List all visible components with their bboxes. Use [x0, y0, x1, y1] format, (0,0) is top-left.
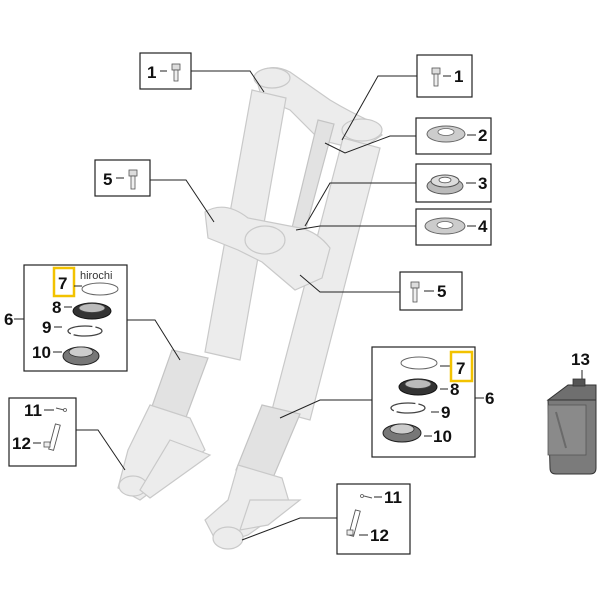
oil-seal-icon: [62, 346, 100, 366]
bolt-icon: [171, 63, 181, 82]
callout-group-4: 4: [295, 208, 492, 246]
bearing-race-icon: [426, 125, 466, 143]
bolt-icon: [431, 67, 441, 87]
callout-group-5-left: 5: [94, 159, 215, 223]
callout-number: 3: [478, 174, 487, 193]
callout-number: 6: [485, 389, 494, 408]
callout-number: 2: [478, 126, 487, 145]
callout-box: [336, 483, 411, 555]
callout-number: 5: [437, 282, 446, 301]
callout-number: 1: [454, 67, 463, 86]
callout-number: 8: [450, 380, 459, 399]
highlight-box: [52, 266, 76, 298]
callout-group-3: 3: [304, 163, 492, 227]
callout-box: [399, 271, 463, 311]
callout-group-1-right: 1: [341, 54, 473, 141]
bolt-icon: [128, 169, 138, 190]
callout-number: 11: [24, 401, 42, 420]
callout-number: 11: [384, 488, 402, 507]
callout-number: 7: [58, 274, 67, 293]
oil-seal-icon: [382, 423, 422, 443]
highlight-box: [449, 350, 474, 383]
callout-number: 13: [571, 350, 590, 369]
taper-bearing-icon: [426, 174, 464, 195]
callout-number: 4: [478, 217, 488, 236]
bolt-icon: [410, 281, 420, 303]
callout-number: 7: [456, 359, 465, 378]
callout-group-11-12-bottom: 11 12: [241, 483, 411, 555]
seal-kit-right: 6 7 8 9 10: [279, 346, 494, 458]
callout-number: 9: [42, 318, 51, 337]
callout-group-2: 2: [324, 117, 492, 155]
callout-number: 12: [370, 526, 389, 545]
circlip-icon: [390, 402, 426, 414]
pin-icon: [346, 509, 361, 537]
wire-ring-icon: [81, 282, 119, 296]
callout-number: 6: [4, 310, 13, 329]
seal-kit-left: 6 7 hirochi 8 9 10: [4, 264, 181, 372]
callout-group-1-left: 1: [139, 52, 265, 93]
dust-seal-icon: [72, 302, 112, 320]
clip-icon: [55, 407, 67, 412]
wire-ring-icon: [400, 356, 438, 370]
clip-icon: [360, 494, 373, 499]
pin-icon: [43, 423, 61, 451]
callout-group-11-12-left: 11 12: [8, 397, 126, 471]
bottle-icon: [546, 378, 597, 475]
watermark: hirochi: [80, 270, 112, 282]
callout-box: [8, 397, 77, 467]
callout-number: 10: [32, 343, 51, 362]
fork-oil-bottle: 13: [546, 350, 597, 475]
callout-group-5-right: 5: [299, 271, 463, 311]
callout-number: 5: [103, 170, 112, 189]
callout-number: 9: [441, 403, 450, 422]
bearing-race-icon: [424, 217, 466, 235]
circlip-icon: [67, 325, 103, 337]
callout-number: 8: [52, 298, 61, 317]
dust-seal-icon: [398, 378, 438, 396]
callout-number: 12: [12, 434, 31, 453]
callout-number: 10: [433, 427, 452, 446]
callout-number: 1: [147, 63, 156, 82]
